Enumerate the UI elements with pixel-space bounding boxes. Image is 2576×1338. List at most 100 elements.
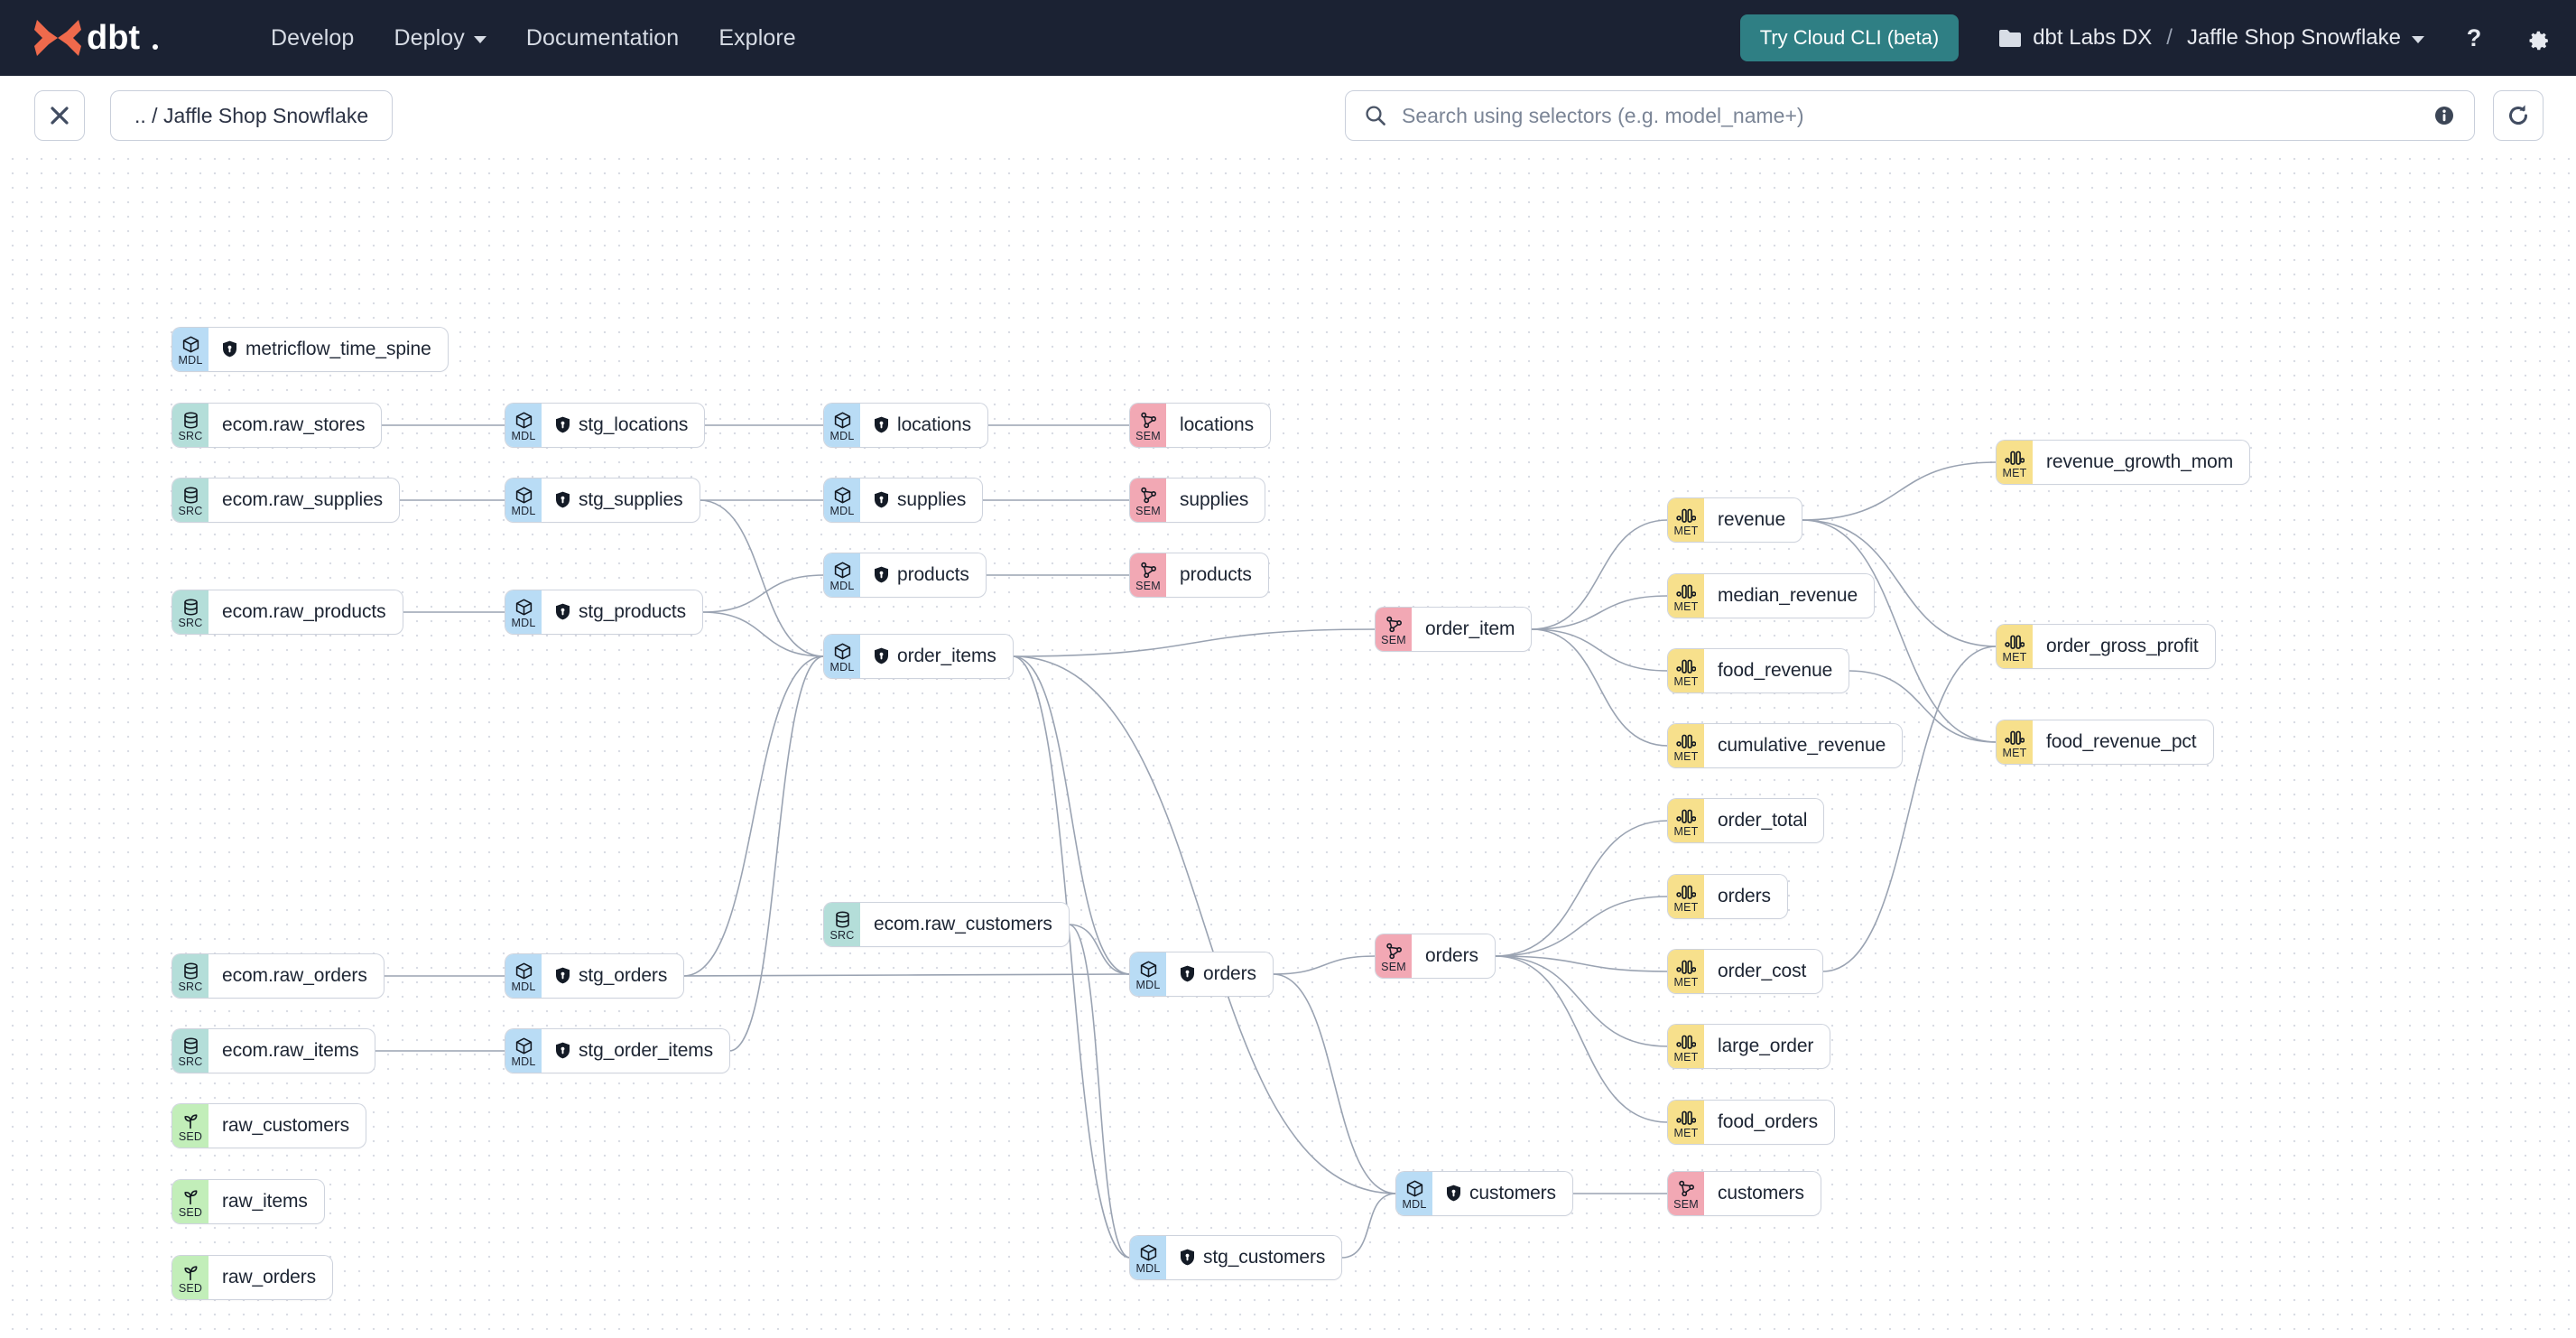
dbt-mark-icon [34,20,81,56]
node-type-label: SRC [178,430,203,442]
node-type-label: SRC [178,505,203,517]
node-body: orders [1704,875,1787,918]
node-type-badge-mdl: MDL [824,553,860,597]
dag-edge-stg_products-to-mdl_order_items [702,611,825,657]
dag-node-stg_order_items[interactable]: MDL stg_order_items [505,1029,730,1073]
graph-nodes-icon [1139,561,1158,580]
node-label: locations [1180,414,1254,435]
account-name[interactable]: dbt Labs DX [2033,25,2153,50]
node-type-badge-met: MET [1668,1101,1704,1144]
dag-edge-met_revenue-to-met_food_revenue_pct [1802,519,1997,743]
node-label: stg_order_items [579,1040,714,1061]
node-label: customers [1469,1183,1556,1203]
project-selector[interactable]: Jaffle Shop Snowflake [2187,25,2424,51]
bar-chart-icon [1676,1033,1696,1051]
graph-nodes-icon [1677,1179,1696,1198]
node-body: customers [1432,1172,1572,1215]
cube-icon [1139,960,1158,979]
refresh-lineage-button[interactable] [2493,90,2544,141]
dag-edge-sem_orders-to-met_large_order [1494,955,1669,1047]
lineage-search-bar[interactable] [1345,90,2475,141]
node-type-badge-met: MET [1668,649,1704,692]
node-body: ecom.raw_stores [208,404,381,447]
dbt-logo[interactable]: dbt [32,16,204,60]
node-type-label: MDL [511,1055,536,1068]
graph-nodes-icon [1385,942,1404,961]
node-type-label: MET [2002,746,2027,759]
top-navigation-bar: dbt Develop Deploy Documentation Explore… [0,0,2576,76]
node-type-badge-src: SRC [172,954,208,998]
info-icon[interactable] [2432,104,2456,127]
dag-node-src_raw_stores[interactable]: SRC ecom.raw_stores [172,404,382,447]
nav-link-develop[interactable]: Develop [251,16,374,60]
database-icon [833,910,852,929]
node-type-badge-mdl: MDL [1396,1172,1432,1215]
node-label: products [1180,564,1252,585]
graph-nodes-icon [1385,615,1404,634]
node-body: stg_products [542,590,702,634]
node-body: raw_orders [208,1256,332,1299]
help-question-icon[interactable]: ? [2460,24,2488,51]
nav-link-explore[interactable]: Explore [699,16,815,60]
node-body: revenue [1704,498,1802,542]
dag-node-mdl_customers[interactable]: MDL customers [1396,1172,1572,1215]
node-type-label: MDL [829,661,855,674]
node-type-label: MDL [829,580,855,592]
node-type-badge-mdl: MDL [505,590,542,634]
breadcrumb-button[interactable]: .. / Jaffle Shop Snowflake [110,90,394,141]
node-type-label: SEM [1381,961,1406,973]
nav-link-deploy[interactable]: Deploy [374,16,505,60]
seedling-icon [181,1111,200,1130]
node-type-label: MET [1673,975,1699,989]
node-label: raw_orders [222,1267,317,1287]
gear-icon[interactable] [2524,24,2551,51]
node-type-label: MDL [178,354,203,367]
search-input[interactable] [1402,103,2418,128]
contract-shield-icon [555,603,570,620]
nav-link-documentation[interactable]: Documentation [506,16,699,60]
close-lineage-button[interactable] [34,90,85,141]
dag-edge-src_raw_customers-to-stg_customers [1068,924,1131,1259]
node-label: supplies [897,489,967,510]
try-cloud-cli-button[interactable]: Try Cloud CLI (beta) [1739,14,1960,61]
node-type-label: SRC [829,929,855,942]
